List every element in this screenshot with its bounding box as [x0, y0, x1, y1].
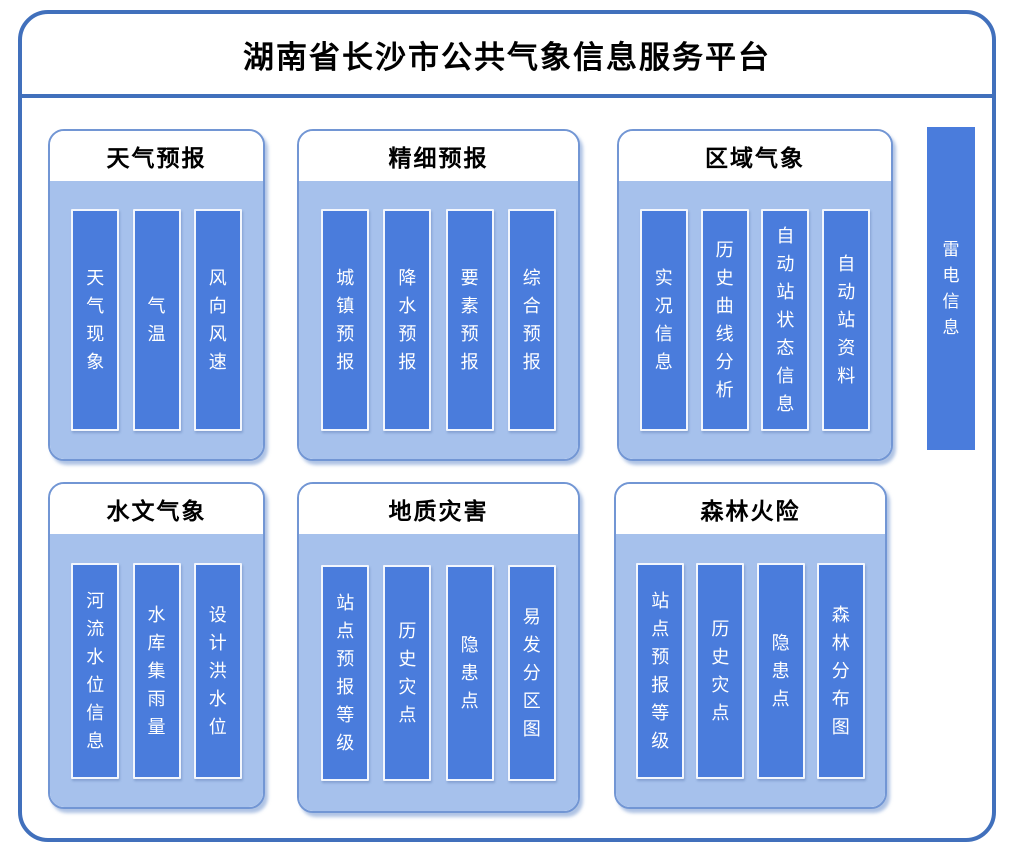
bar-label: 河流水位信息 [86, 590, 105, 751]
group-title: 森林火险 [616, 484, 885, 534]
bar-label: 天气现象 [86, 268, 105, 372]
group-title: 区域气象 [619, 131, 891, 181]
group-forest-fire-risk: 森林火险 站点预报等级 历史灾点 隐患点 森林分布图 [614, 482, 887, 809]
bar-label: 风向风速 [208, 268, 227, 372]
bar-label: 气温 [147, 296, 166, 344]
diagram-bar: 隐患点 [445, 564, 494, 781]
diagram-bar: 降水预报 [383, 209, 432, 431]
group-body: 河流水位信息 水库集雨量 设计洪水位 [50, 534, 263, 807]
platform-frame: 湖南省长沙市公共气象信息服务平台 天气预报 天气现象 气温 风向风速 精细预报 城镇… [18, 10, 996, 842]
diagram-bar: 设计洪水位 [193, 562, 242, 779]
bar-label: 历史灾点 [711, 618, 730, 723]
group-regional-meteorology: 区域气象 实况信息 历史曲线分析 自动站状态信息 自动站资料 [617, 129, 893, 461]
group-body: 站点预报等级 历史灾点 隐患点 森林分布图 [616, 534, 885, 807]
diagram-bar: 站点预报等级 [636, 562, 685, 779]
bar-label: 自动站资料 [837, 254, 856, 386]
bar-label: 城镇预报 [336, 268, 355, 372]
bar-label: 实况信息 [654, 268, 673, 372]
diagram-bar: 历史曲线分析 [700, 209, 749, 431]
diagram-bar: 易发分区图 [507, 564, 556, 781]
bar-label: 降水预报 [398, 268, 417, 372]
group-weather-forecast: 天气预报 天气现象 气温 风向风速 [48, 129, 265, 461]
page-title: 湖南省长沙市公共气象信息服务平台 [22, 14, 992, 98]
group-title: 精细预报 [299, 131, 578, 181]
group-body: 实况信息 历史曲线分析 自动站状态信息 自动站资料 [619, 181, 891, 459]
diagram-bar: 天气现象 [71, 209, 120, 431]
diagram-bar: 自动站资料 [822, 209, 871, 431]
bar-label: 设计洪水位 [208, 604, 227, 737]
diagram-bar: 河流水位信息 [71, 562, 120, 779]
bar-label: 历史曲线分析 [715, 240, 734, 400]
group-body: 站点预报等级 历史灾点 隐患点 易发分区图 [299, 534, 578, 811]
diagram-bar: 历史灾点 [383, 564, 432, 781]
bar-label: 历史灾点 [398, 620, 417, 725]
diagram-bar: 森林分布图 [816, 562, 865, 779]
group-body: 城镇预报 降水预报 要素预报 综合预报 [299, 181, 578, 459]
group-title: 水文气象 [50, 484, 263, 534]
bar-label: 站点预报等级 [651, 590, 670, 751]
bar-label: 水库集雨量 [147, 604, 166, 737]
diagram-bar: 综合预报 [507, 209, 556, 431]
group-fine-forecast: 精细预报 城镇预报 降水预报 要素预报 综合预报 [297, 129, 580, 461]
bar-label: 森林分布图 [831, 604, 850, 737]
diagram-bar: 隐患点 [756, 562, 805, 779]
group-geological-disaster: 地质灾害 站点预报等级 历史灾点 隐患点 易发分区图 [297, 482, 580, 813]
group-title: 地质灾害 [299, 484, 578, 534]
diagram-bar: 站点预报等级 [321, 564, 370, 781]
group-title: 天气预报 [50, 131, 263, 181]
group-hydrological-weather: 水文气象 河流水位信息 水库集雨量 设计洪水位 [48, 482, 265, 809]
diagram-bar: 城镇预报 [321, 209, 370, 431]
diagram-bar: 历史灾点 [696, 562, 745, 779]
diagram-bar: 气温 [132, 209, 181, 431]
bar-label: 站点预报等级 [336, 592, 355, 753]
bar-label: 综合预报 [522, 268, 541, 372]
bar-label: 要素预报 [460, 268, 479, 372]
diagram-bar: 水库集雨量 [132, 562, 181, 779]
bar-label: 隐患点 [460, 634, 479, 711]
bar-label: 雷电信息 [942, 239, 960, 337]
diagram-bar: 实况信息 [639, 209, 688, 431]
diagram-bar: 要素预报 [445, 209, 494, 431]
diagram-bar: 自动站状态信息 [761, 209, 810, 431]
diagram-bar: 风向风速 [193, 209, 242, 431]
lightning-info-bar: 雷电信息 [927, 127, 975, 450]
bar-label: 自动站状态信息 [776, 226, 795, 414]
group-body: 天气现象 气温 风向风速 [50, 181, 263, 459]
bar-label: 隐患点 [771, 632, 790, 709]
bar-label: 易发分区图 [522, 606, 541, 739]
